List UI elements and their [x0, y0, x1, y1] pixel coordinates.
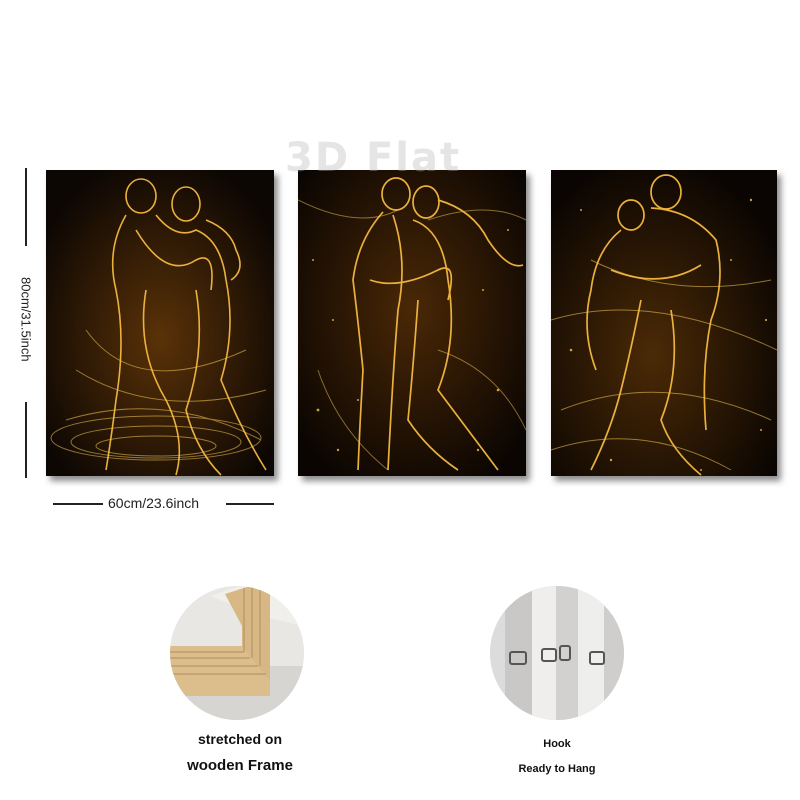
width-dimension-label: 60cm/23.6inch: [108, 495, 200, 511]
panel-left: [46, 170, 274, 476]
panel-right: [551, 170, 777, 476]
width-dimension-line-left: [53, 503, 103, 505]
panel-center: [298, 170, 526, 476]
wooden-frame-detail-image: [170, 586, 304, 720]
height-dimension-line-bottom: [25, 402, 27, 478]
frame-caption-line2: wooden Frame: [187, 757, 293, 774]
hook-detail-image: [490, 586, 624, 720]
couple-artwork-left: [46, 170, 274, 476]
watermark-text: 3D Flat: [285, 135, 462, 181]
frame-caption-line1: stretched on: [197, 731, 282, 747]
hook-caption-line1: Hook: [543, 738, 571, 750]
hook-caption-line2: Ready to Hang: [518, 763, 596, 775]
couple-artwork-center: [298, 170, 526, 476]
width-dimension-line-right: [226, 503, 274, 505]
couple-artwork-right: [551, 170, 777, 476]
height-dimension-label: 80cm/31.5inch: [18, 276, 34, 362]
height-dimension-line-top: [25, 168, 27, 246]
